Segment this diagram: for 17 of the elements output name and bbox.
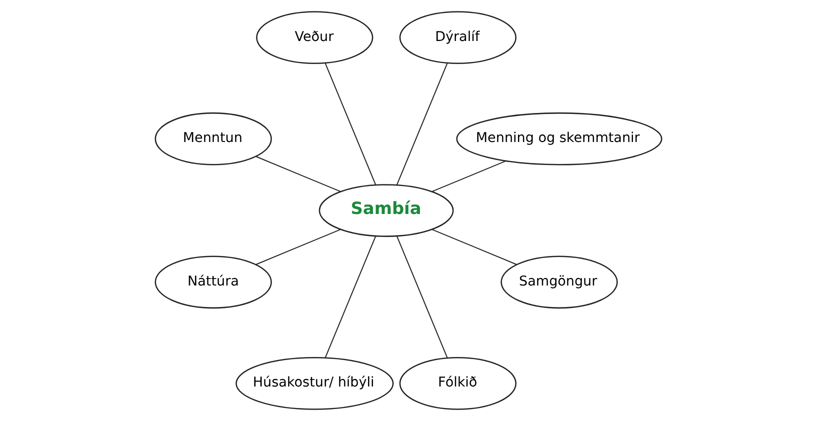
connector <box>255 156 340 192</box>
connector <box>324 62 376 186</box>
connector <box>431 228 516 265</box>
connector <box>396 62 448 186</box>
connector <box>431 160 506 192</box>
connector <box>396 236 448 358</box>
connector <box>255 228 340 265</box>
node-ellipse: Veður <box>256 11 373 64</box>
node-ellipse: Sambía <box>318 184 454 237</box>
node-ellipse: Menntun <box>154 112 272 166</box>
node-ellipse: Náttúra <box>154 256 272 309</box>
connector <box>324 236 376 358</box>
node-ellipse: Dýralíf <box>398 11 516 64</box>
node-ellipse: Húsakostur/ híbýli <box>235 357 394 410</box>
node-ellipse: Samgöngur <box>500 256 618 309</box>
node-ellipse: Menning og skemmtanir <box>456 112 662 166</box>
node-ellipse: Fólkið <box>398 357 516 410</box>
